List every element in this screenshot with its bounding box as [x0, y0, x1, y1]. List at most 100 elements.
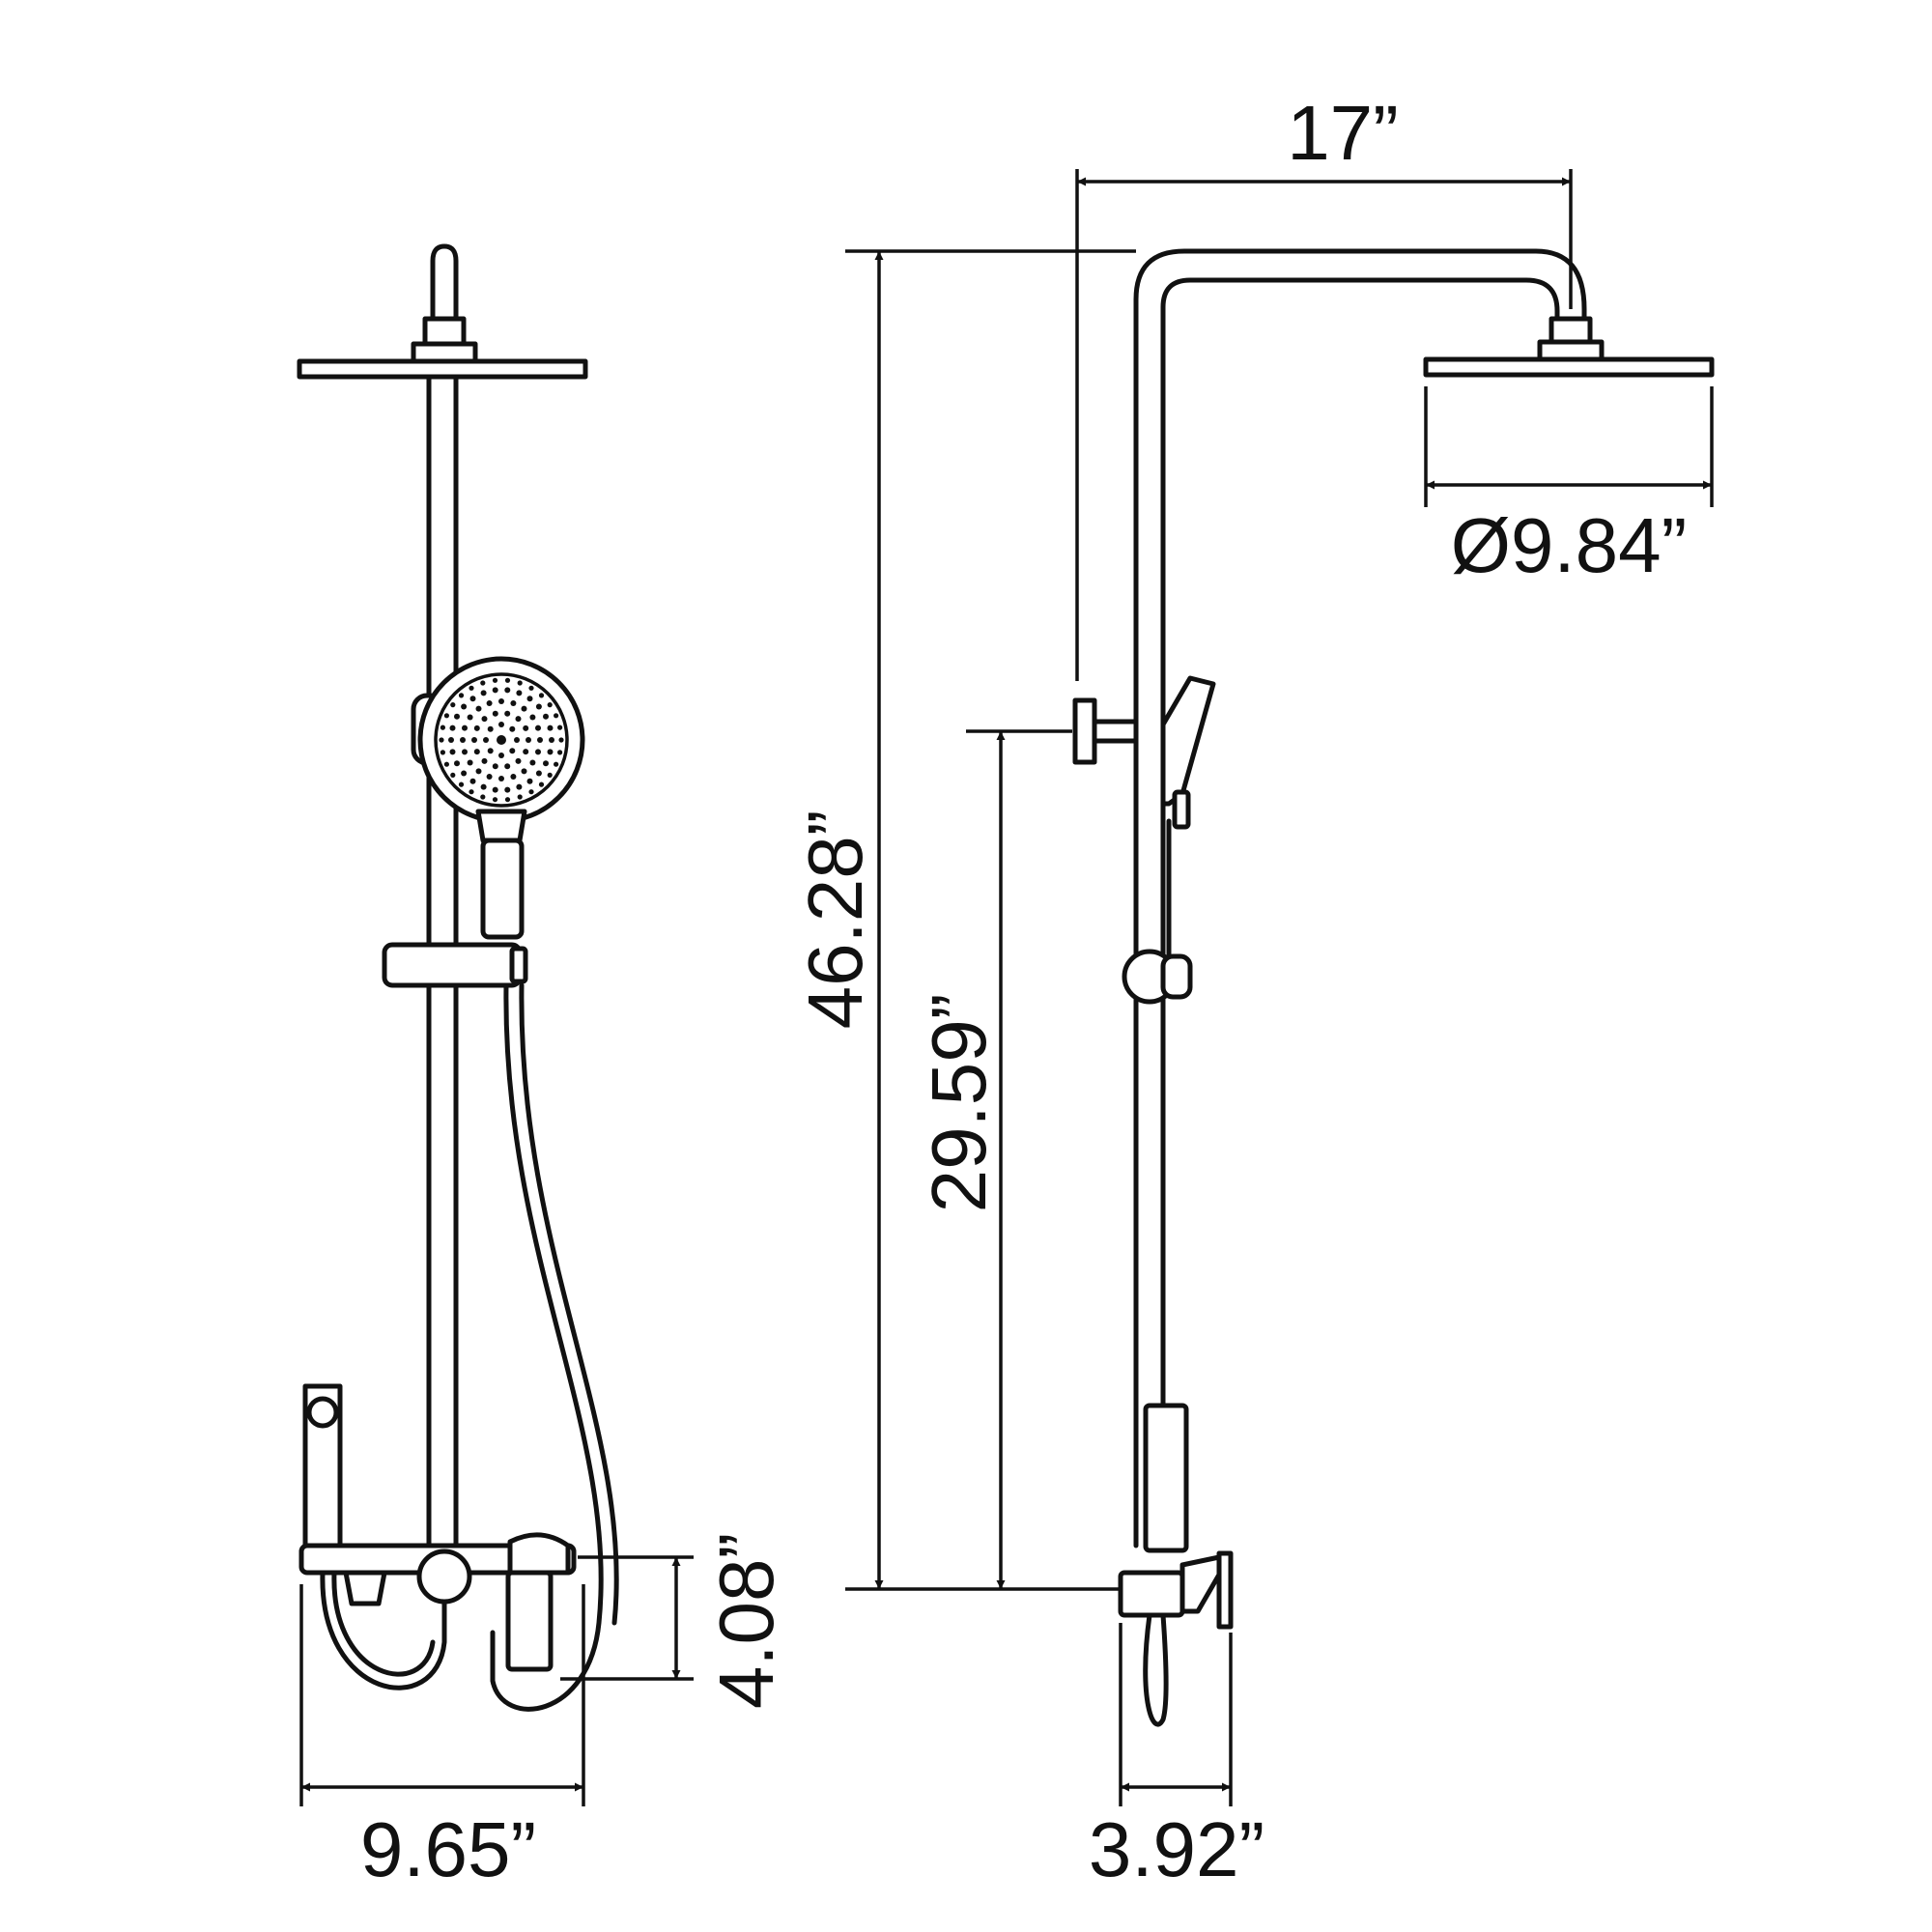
nozzle-dot	[547, 772, 553, 779]
nozzle-dot	[492, 687, 498, 694]
nozzle-dot	[492, 763, 498, 770]
nozzle-dot	[449, 749, 456, 755]
nozzle-dot	[439, 737, 444, 743]
front-left-hose-loop-inner	[331, 1570, 436, 1677]
nozzle-dot	[480, 680, 486, 686]
label-total-height: 46.28”	[792, 810, 878, 1030]
nozzle-dot	[509, 748, 516, 754]
nozzle-dot	[529, 759, 536, 766]
nozzle-dot	[473, 724, 480, 731]
side-mixer-body	[1118, 1570, 1185, 1618]
nozzle-dot	[529, 714, 536, 721]
nozzle-dot	[557, 750, 563, 755]
nozzle-dot	[480, 690, 487, 696]
side-wall-bracket-arm	[1092, 719, 1139, 744]
nozzle-dot	[440, 724, 445, 730]
nozzle-dot	[504, 786, 511, 793]
nozzle-dot	[516, 690, 523, 696]
nozzle-dot	[535, 770, 542, 777]
nozzle-dot	[504, 687, 511, 694]
nozzle-dot	[504, 710, 511, 717]
nozzle-dot	[547, 724, 554, 731]
nozzle-dot	[448, 737, 454, 743]
nozzle-dot	[460, 737, 466, 743]
nozzle-dot	[528, 685, 534, 691]
nozzle-dot	[517, 794, 523, 800]
side-view	[1072, 248, 1715, 1727]
nozzle-dot	[454, 713, 460, 720]
front-head-base	[411, 341, 478, 364]
nozzle-dot	[554, 713, 559, 719]
side-overhead-arm-outer	[1133, 248, 1587, 1548]
nozzle-dot	[517, 680, 523, 686]
front-hand-shower-inner-ring	[434, 672, 569, 808]
nozzle-dot	[526, 737, 531, 743]
nozzle-dot	[450, 772, 456, 779]
nozzle-dot	[528, 789, 534, 795]
nozzle-dot	[481, 757, 488, 764]
nozzle-dot	[504, 677, 511, 683]
nozzle-dot	[523, 724, 529, 731]
nozzle-dot	[516, 783, 523, 790]
nozzle-dot	[515, 757, 522, 764]
front-hand-shower	[411, 656, 585, 940]
nozzle-dot	[475, 768, 482, 775]
nozzle-dot	[543, 713, 549, 720]
nozzle-dot	[486, 700, 493, 706]
side-hand-shower-clip	[1172, 789, 1191, 830]
nozzle-dot	[535, 749, 541, 755]
nozzle-dot	[498, 776, 504, 781]
nozzle-dot	[538, 693, 545, 698]
nozzle-dot	[487, 748, 494, 754]
side-head-nut	[1548, 316, 1593, 345]
label-head-diameter: Ø9.84”	[1451, 502, 1688, 588]
side-rain-head	[1423, 356, 1715, 378]
front-side-spout-cap	[306, 1396, 339, 1429]
label-top-width: 17”	[1287, 90, 1399, 176]
dimension-labels: 17” Ø9.84” 46.28” 29.59” 4.08” 9.65” 3.9…	[360, 90, 1687, 1892]
nozzle-dot	[523, 749, 529, 755]
nozzle-dot	[526, 696, 533, 702]
nozzle-dot	[510, 774, 517, 780]
nozzle-dot	[535, 724, 541, 731]
nozzle-dot	[462, 749, 468, 755]
nozzle-dot	[450, 702, 456, 708]
nozzle-dot	[492, 677, 498, 683]
label-front-width: 9.65”	[360, 1806, 536, 1892]
nozzle-dot	[449, 724, 456, 731]
front-slide-holder	[382, 942, 523, 988]
label-side-depth: 3.92”	[1089, 1806, 1264, 1892]
nozzle-dot	[443, 713, 449, 719]
front-left-escutcheon	[343, 1570, 387, 1606]
side-wall-bracket-plate	[1072, 697, 1097, 765]
front-head-nut	[422, 316, 467, 347]
front-top-arm	[430, 243, 459, 322]
nozzle-dot	[443, 761, 449, 767]
front-view	[297, 243, 619, 1712]
nozzle-dot	[510, 700, 517, 706]
label-mixer-height: 4.08”	[703, 1533, 789, 1709]
nozzle-dot	[473, 749, 480, 755]
nozzle-dot	[554, 761, 559, 767]
nozzle-dot	[535, 703, 542, 710]
front-slide-holder-knob	[509, 946, 528, 984]
front-mixer-lever	[507, 1532, 571, 1576]
nozzle-dot	[481, 716, 488, 723]
nozzle-dot	[461, 703, 468, 710]
nozzle-dot	[475, 705, 482, 712]
nozzle-dot	[547, 702, 553, 708]
nozzle-dot	[486, 774, 493, 780]
nozzle-dot	[467, 759, 473, 766]
nozzle-dot	[504, 763, 511, 770]
nozzle-dot	[514, 737, 520, 743]
nozzle-dot	[483, 737, 489, 743]
front-hose-inner	[519, 982, 619, 1626]
nozzle-dot	[492, 786, 498, 793]
side-diverter-body	[1143, 1403, 1189, 1553]
label-holder-height: 29.59”	[916, 994, 1002, 1213]
nozzle-dot	[543, 760, 549, 767]
nozzle-dot	[471, 737, 477, 743]
nozzle-dot	[526, 778, 533, 784]
nozzle-dot	[521, 705, 527, 712]
